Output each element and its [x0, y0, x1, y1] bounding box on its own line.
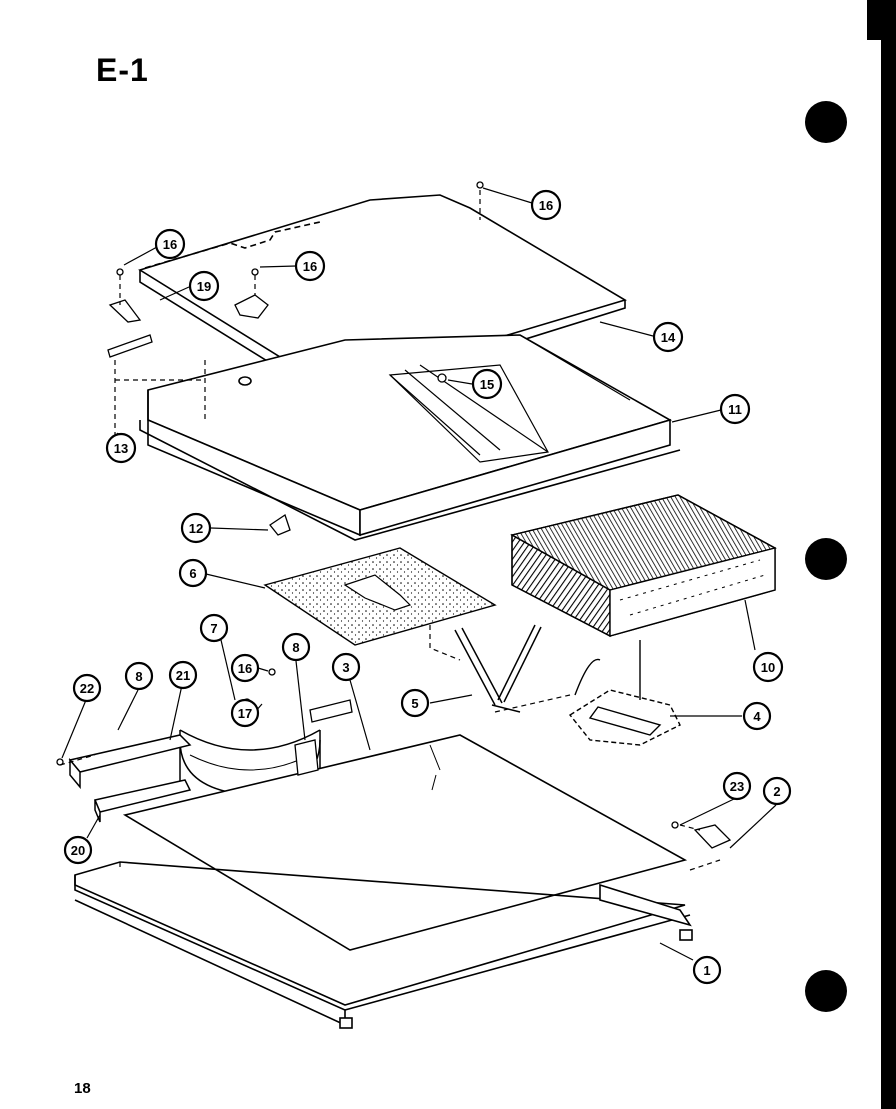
exploded-parts-diagram: 1 2 3 4 5 6 7 8 8 10 11 12 13 14 15 16 1… — [56, 181, 792, 1029]
callout-1: 1 — [692, 955, 722, 985]
callout-7: 7 — [199, 613, 229, 643]
callout-8-top: 8 — [281, 632, 311, 662]
callout-16-top-right: 16 — [530, 189, 562, 221]
callout-22: 22 — [72, 673, 102, 703]
callout-21-label: 21 — [176, 668, 190, 683]
callout-11: 11 — [719, 393, 751, 425]
page-number: 18 — [74, 1080, 91, 1097]
callout-19-label: 19 — [197, 279, 211, 294]
callout-16-middle: 16 — [294, 250, 326, 282]
callout-1-label: 1 — [703, 963, 710, 978]
callout-8-left-label: 8 — [135, 669, 142, 684]
callout-15-label: 15 — [480, 377, 494, 392]
callout-11-label: 11 — [728, 402, 742, 417]
callout-16-top-right-label: 16 — [539, 198, 553, 213]
callout-3: 3 — [331, 652, 361, 682]
callout-17: 17 — [230, 698, 260, 728]
callout-12: 12 — [180, 512, 212, 544]
callout-19: 19 — [188, 270, 220, 302]
callout-16-top-left: 16 — [154, 228, 186, 260]
side-brackets — [68, 734, 192, 823]
callout-16-lower: 16 — [230, 653, 260, 683]
callout-14-label: 14 — [661, 330, 676, 345]
callout-16-middle-label: 16 — [303, 259, 317, 274]
callout-10: 10 — [752, 651, 784, 683]
binder-hole-middle — [805, 538, 847, 580]
leader-lines — [61, 187, 777, 961]
callout-17-label: 17 — [238, 706, 252, 721]
callout-15: 15 — [471, 368, 503, 400]
callout-20: 20 — [63, 835, 93, 865]
callout-23: 23 — [722, 771, 752, 801]
callout-13: 13 — [105, 432, 137, 464]
perforated-plate — [263, 547, 497, 646]
callout-14: 14 — [652, 321, 684, 353]
callout-6: 6 — [178, 558, 208, 588]
callout-16-top-left-label: 16 — [163, 237, 177, 252]
glass-tray — [122, 734, 688, 951]
callout-8-left: 8 — [124, 661, 154, 691]
callout-4: 4 — [742, 701, 772, 731]
callout-5: 5 — [400, 688, 430, 718]
stirrer-fan — [568, 640, 681, 746]
insulation-block — [510, 494, 777, 638]
chassis-box — [139, 334, 681, 541]
base-frame — [74, 861, 693, 1029]
callout-5-label: 5 — [411, 696, 418, 711]
binder-hole-top — [805, 101, 847, 143]
callout-7-label: 7 — [210, 621, 217, 636]
callout-6-label: 6 — [189, 566, 196, 581]
callout-12-label: 12 — [189, 521, 203, 536]
callout-13-label: 13 — [114, 441, 128, 456]
callout-23-label: 23 — [730, 779, 744, 794]
callout-10-label: 10 — [761, 660, 775, 675]
binder-hole-bottom — [805, 970, 847, 1012]
assembly-lines — [59, 190, 721, 871]
small-hardware — [56, 181, 732, 849]
callout-20-label: 20 — [71, 843, 85, 858]
callout-22-label: 22 — [80, 681, 94, 696]
callout-21: 21 — [168, 660, 198, 690]
callout-4-label: 4 — [753, 709, 761, 724]
callout-8-top-label: 8 — [292, 640, 299, 655]
support-rods — [454, 624, 542, 713]
callout-2: 2 — [762, 776, 792, 806]
diagram-title: E-1 — [96, 52, 149, 88]
callout-2-label: 2 — [773, 784, 780, 799]
callout-16-lower-label: 16 — [238, 661, 252, 676]
callout-3-label: 3 — [342, 660, 349, 675]
